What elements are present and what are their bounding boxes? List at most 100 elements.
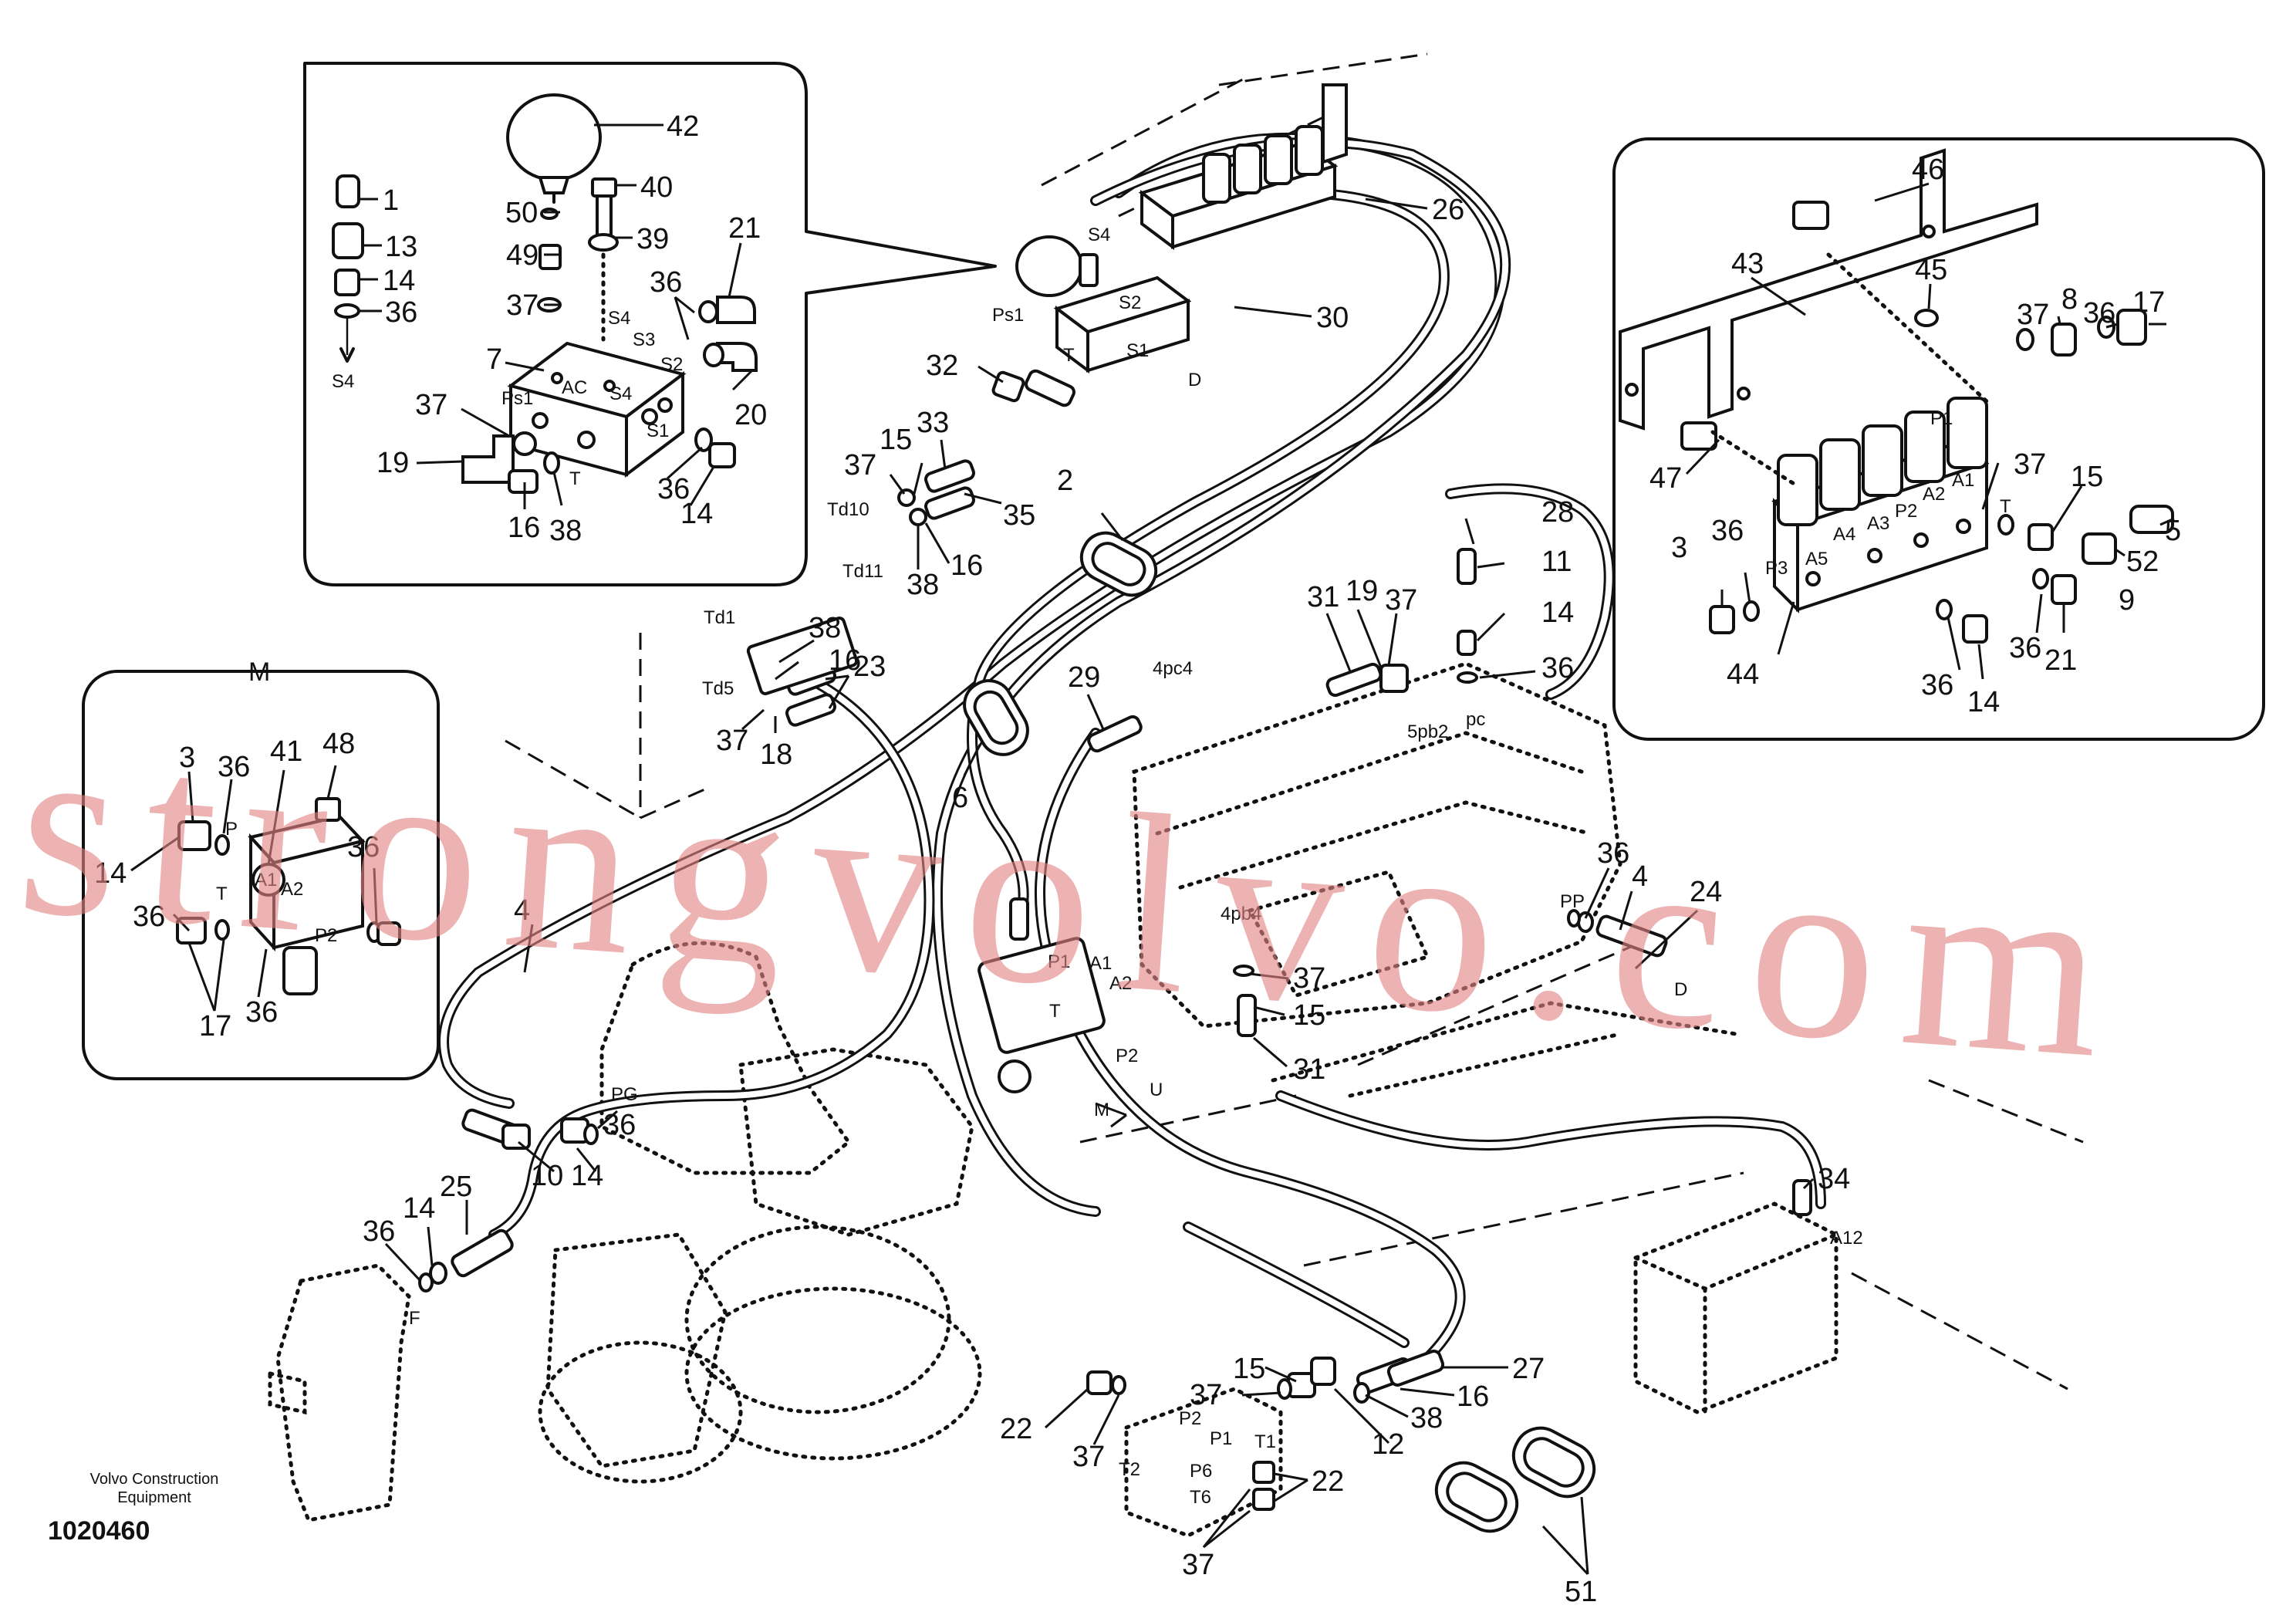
port-labels: S4 S4 S3 S2 S1 AC S4 Ps1 T S4 Ps1 S2 S1 … xyxy=(216,225,2011,1508)
label-19b: 19 xyxy=(1346,575,1378,607)
port-5pb2: 5pb2 xyxy=(1407,721,1448,742)
label-52: 52 xyxy=(2126,546,2159,578)
label-37e: 37 xyxy=(1385,584,1417,617)
port-p6: P6 xyxy=(1190,1461,1212,1482)
label-10: 10 xyxy=(531,1160,563,1192)
port-td10: Td10 xyxy=(827,499,869,520)
label-32: 32 xyxy=(926,350,958,382)
label-8: 8 xyxy=(2061,283,2078,316)
port-4pb4: 4pb4 xyxy=(1221,904,1261,924)
main-solenoid-manifold xyxy=(1138,83,1348,250)
label-37h: 37 xyxy=(1072,1441,1105,1473)
port-s1-b: S1 xyxy=(1126,340,1149,361)
label-14: 14 xyxy=(383,265,415,297)
label-46: 46 xyxy=(1912,154,1944,186)
label-36i: 36 xyxy=(1711,515,1744,547)
port-d-b: D xyxy=(1674,979,1687,1000)
label-21a: 21 xyxy=(728,212,761,245)
port-d-a: D xyxy=(1188,370,1201,390)
port-ac: AC xyxy=(562,377,587,398)
label-28: 28 xyxy=(1541,496,1574,529)
port-4pc4: 4pc4 xyxy=(1153,658,1193,679)
port-p2-m: P2 xyxy=(315,925,337,946)
label-36c: 36 xyxy=(650,266,682,299)
port-p-m: P xyxy=(225,819,238,840)
port-u: U xyxy=(1150,1080,1163,1100)
port-t1: T1 xyxy=(1254,1431,1276,1452)
port-t-m: T xyxy=(216,884,228,904)
label-22b: 22 xyxy=(1312,1465,1344,1498)
label-14f: 14 xyxy=(1967,686,2000,718)
port-a4-c: A4 xyxy=(1833,524,1855,545)
port-pc: pc xyxy=(1466,709,1485,730)
label-13: 13 xyxy=(385,231,417,263)
port-a1-m: A1 xyxy=(255,870,277,890)
label-36l: 36 xyxy=(218,751,250,783)
port-f: F xyxy=(409,1308,420,1329)
company-name: Volvo Construction Equipment xyxy=(46,1470,262,1507)
port-s1: S1 xyxy=(647,421,669,441)
port-t-a: T xyxy=(569,468,581,489)
label-1: 1 xyxy=(383,184,399,217)
port-t-b: T xyxy=(1063,345,1075,366)
label-37d: 37 xyxy=(716,725,748,757)
label-47: 47 xyxy=(1649,462,1682,495)
port-p2-a: P2 xyxy=(1116,1046,1138,1066)
port-p1-c: P1 xyxy=(1930,408,1953,429)
company-line-1: Volvo Construction xyxy=(89,1471,219,1488)
port-a1-a: A1 xyxy=(1089,953,1112,974)
label-42: 42 xyxy=(667,110,699,143)
port-a3-c: A3 xyxy=(1867,513,1889,534)
inset-m-valve xyxy=(176,797,401,995)
reference-lines xyxy=(505,52,2084,1391)
label-18: 18 xyxy=(760,738,792,771)
label-33: 33 xyxy=(917,407,949,439)
label-40: 40 xyxy=(640,171,673,204)
label-38b: 38 xyxy=(907,569,939,601)
right-valve-dotted xyxy=(1633,1201,1838,1414)
callout-leaders xyxy=(130,123,2175,1576)
elbow-fittings xyxy=(461,296,758,494)
inset-m-title: M xyxy=(248,657,270,687)
port-p1-a: P1 xyxy=(1048,951,1070,972)
port-pp: PP xyxy=(1560,891,1585,912)
label-36a: 36 xyxy=(385,296,417,329)
label-37i: 37 xyxy=(1182,1549,1214,1581)
port-p3-c: P3 xyxy=(1765,558,1788,579)
label-17a: 17 xyxy=(2132,286,2165,319)
label-37j: 37 xyxy=(2017,299,2049,331)
label-15b: 15 xyxy=(1293,999,1325,1032)
label-16b: 16 xyxy=(950,549,983,582)
label-41: 41 xyxy=(270,735,302,768)
label-14b: 14 xyxy=(680,498,713,530)
fittings-column xyxy=(332,174,364,363)
label-36m: 36 xyxy=(347,831,380,863)
label-11: 11 xyxy=(1541,546,1572,578)
port-p1-b: P1 xyxy=(1210,1428,1232,1449)
label-36h: 36 xyxy=(2083,297,2115,329)
label-14c: 14 xyxy=(1541,596,1574,629)
label-38c: 38 xyxy=(809,612,841,644)
port-td1: Td1 xyxy=(704,607,735,628)
label-7: 7 xyxy=(486,343,502,376)
label-15a: 15 xyxy=(880,424,912,456)
inset-frame-solenoid-block xyxy=(1612,137,2265,741)
port-ps1-a: Ps1 xyxy=(501,388,533,409)
port-s3: S3 xyxy=(633,329,655,350)
label-9: 9 xyxy=(2119,584,2135,617)
label-36d: 36 xyxy=(1541,652,1574,684)
port-s2-b: S2 xyxy=(1119,292,1141,313)
label-36f: 36 xyxy=(603,1109,636,1141)
label-16c: 16 xyxy=(829,644,861,677)
solenoid-fittings xyxy=(1680,201,2174,644)
label-36g: 36 xyxy=(363,1215,395,1248)
bottom-valve-dotted xyxy=(1124,1387,1283,1538)
port-t2: T2 xyxy=(1119,1459,1140,1480)
port-t-c: T xyxy=(1049,1001,1061,1022)
control-valve-dotted xyxy=(1132,661,1738,1098)
label-31b: 31 xyxy=(1293,1053,1325,1086)
label-21b: 21 xyxy=(2044,644,2077,677)
port-p2-c: P2 xyxy=(1895,501,1917,522)
port-s4-b: S4 xyxy=(608,308,630,329)
label-24: 24 xyxy=(1690,876,1722,908)
